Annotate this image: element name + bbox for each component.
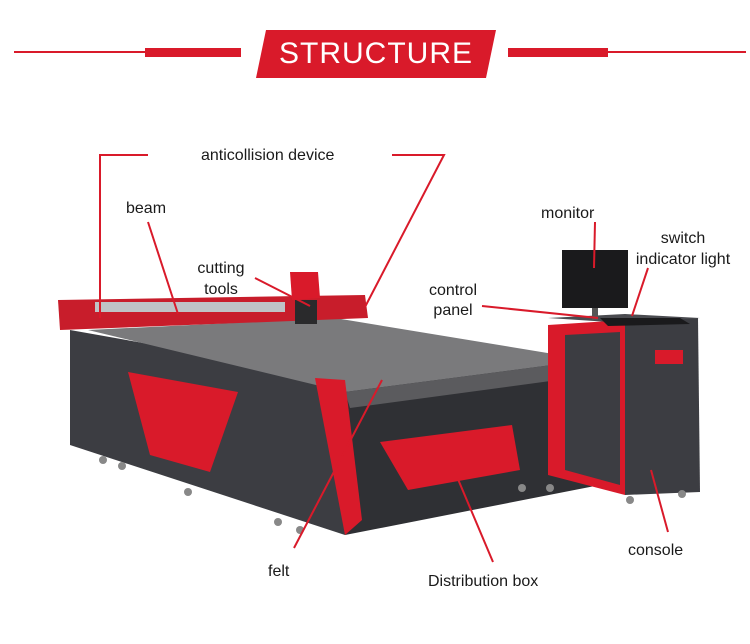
header-decoration: [14, 48, 746, 57]
label-cutting-tools-line2: tools: [204, 281, 238, 298]
label-distribution-box: Distribution box: [428, 573, 539, 590]
console-unit: [548, 250, 700, 504]
label-cutting-tools-line1: cutting: [197, 260, 245, 277]
label-anticollision-device: anticollision device: [201, 147, 335, 164]
side-red-panel: [128, 372, 238, 472]
cutting-head: [290, 272, 320, 300]
label-switch-line1: switch: [660, 230, 706, 247]
label-beam: beam: [126, 200, 167, 217]
distribution-box-panel: [380, 425, 520, 490]
label-control-panel-line2: panel: [433, 302, 473, 319]
annotation-lines: [99, 154, 669, 563]
label-felt: felt: [268, 563, 290, 580]
page-title: STRUCTURE: [279, 37, 473, 70]
label-control-panel-line1: control: [428, 282, 478, 299]
label-console: console: [628, 542, 684, 559]
header-banner-shape: [256, 30, 496, 78]
label-monitor: monitor: [541, 205, 595, 222]
cutting-machine: [58, 272, 600, 535]
label-switch-line2: indicator light: [635, 251, 731, 268]
